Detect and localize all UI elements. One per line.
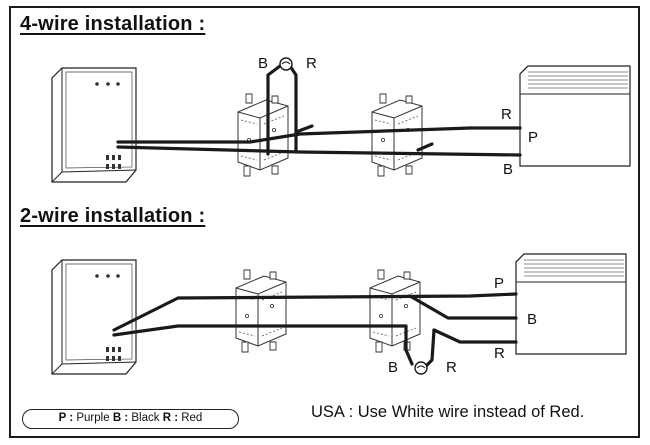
junction-box-4wire-right — [371, 93, 423, 177]
junction-box-2wire-right — [369, 269, 421, 353]
label-2wire-heater-r: R — [494, 345, 505, 362]
legend-r-code: R : — [162, 412, 179, 424]
legend-p-code: P : — [58, 412, 74, 424]
label-2wire-heater-p: P — [494, 275, 504, 292]
wires-2wire — [112, 292, 518, 368]
label-2wire-junction-b: B — [388, 359, 398, 376]
label-2wire-junction-r: R — [446, 359, 457, 376]
junction-box-4wire-left — [237, 93, 289, 177]
heater-4wire — [519, 65, 631, 167]
thermostat-4wire — [51, 67, 137, 183]
junction-box-2wire-left — [235, 269, 287, 353]
wire-connector-icon — [279, 57, 293, 71]
wires-4wire — [116, 64, 522, 157]
label-4wire-heater-p: P — [528, 129, 538, 146]
legend-p-name: Purple — [76, 412, 110, 424]
label-4wire-junction-r: R — [306, 55, 317, 72]
label-4wire-heater-b: B — [503, 161, 513, 178]
legend-b-name: Black — [131, 412, 160, 424]
wire-connector-icon-2 — [414, 361, 428, 375]
legend-b-code: B : — [112, 412, 129, 424]
label-2wire-heater-b: B — [527, 311, 537, 328]
heater-2wire — [515, 253, 627, 355]
label-4wire-heater-r: R — [501, 106, 512, 123]
color-legend: P : Purple B : Black R : Red — [22, 409, 239, 429]
usa-wire-note: USA : Use White wire instead of Red. — [311, 403, 585, 421]
four-wire-title: 4-wire installation : — [20, 13, 206, 35]
label-4wire-junction-b: B — [258, 55, 268, 72]
legend-r-name: Red — [181, 412, 203, 424]
two-wire-title: 2-wire installation : — [20, 205, 206, 227]
thermostat-2wire — [51, 259, 137, 375]
